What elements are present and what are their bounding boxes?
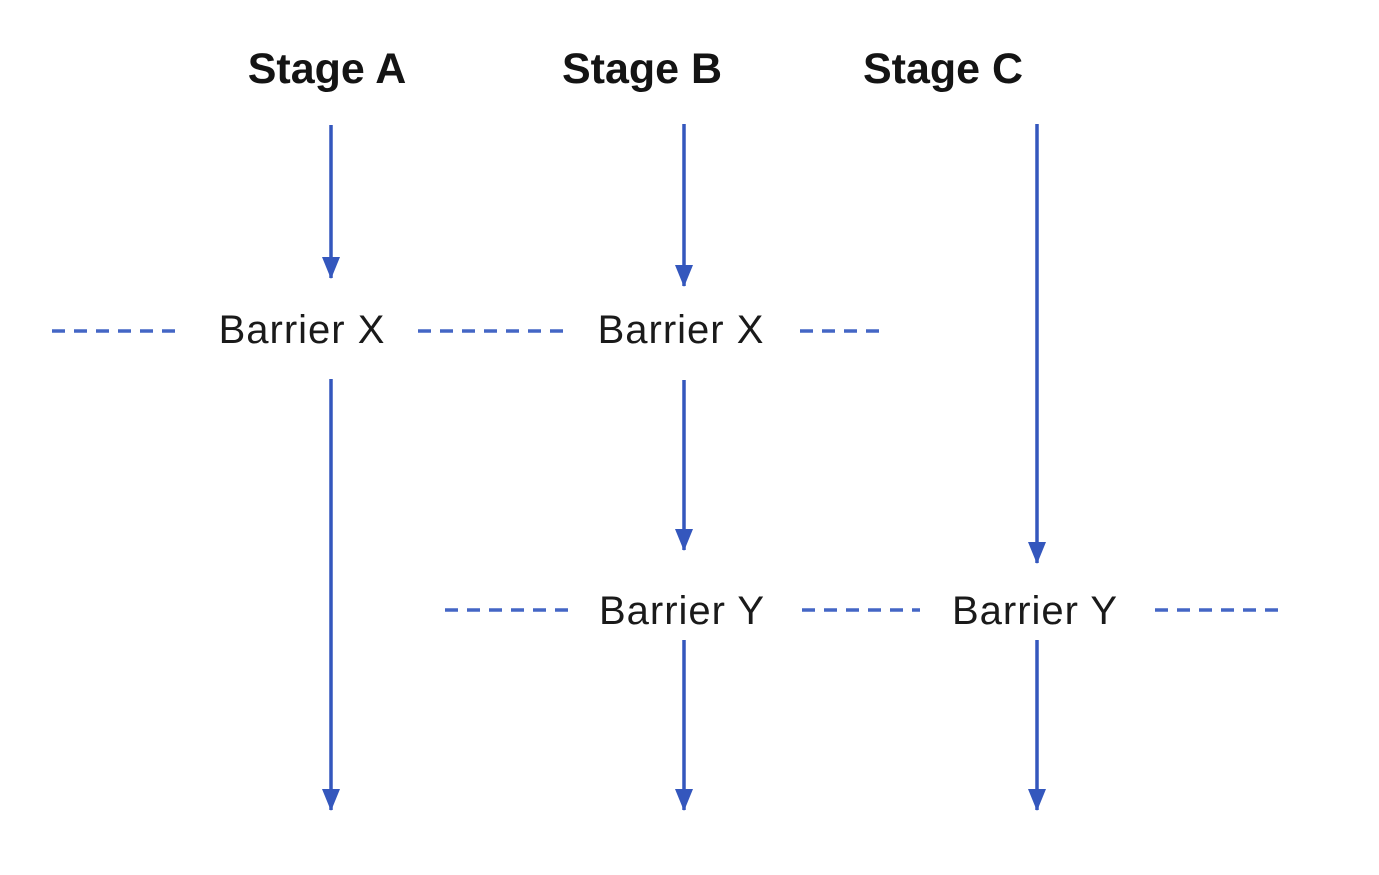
stage-a-label: Stage A [248,45,407,93]
stage-b-label: Stage B [562,45,722,93]
barrier-y-label-2: Barrier Y [952,589,1118,633]
barrier-x-label-1: Barrier X [219,308,386,352]
barrier-x-label-2: Barrier X [598,308,765,352]
barrier-y-label-1: Barrier Y [599,589,765,633]
stage-c-label: Stage C [863,45,1023,93]
